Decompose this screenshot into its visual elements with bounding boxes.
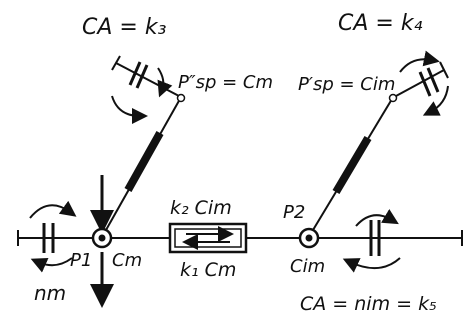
upper-right-rotation-arrow-b <box>422 85 449 116</box>
label-nm: nm <box>34 281 66 305</box>
coupling-box-outer <box>168 222 248 254</box>
label-psp-prime: P′sp = Cim <box>298 74 395 95</box>
upper-left-pivot <box>176 93 186 103</box>
label-ca-k4: CA = k₄ <box>338 11 423 36</box>
label-p2: P2 <box>283 202 305 223</box>
upper-left-clutch <box>128 61 149 89</box>
upper-left-end-tick <box>111 55 121 71</box>
left-rotation-arrow-bottom <box>30 257 73 273</box>
upper-left-rotation-arrow-a <box>111 95 148 124</box>
upper-right-clutch <box>418 67 440 97</box>
right-link-damper <box>332 135 372 195</box>
upper-right-end-tick <box>439 61 449 79</box>
left-clutch <box>42 223 55 253</box>
right-rotation-arrow-top <box>355 209 399 227</box>
p2-joint-inner <box>305 234 313 242</box>
label-cm-p1: Cm <box>112 250 142 271</box>
left-rotation-arrow-top <box>29 200 77 219</box>
upper-right-shaft <box>395 69 445 97</box>
upper-right-rotation-arrow-a <box>399 50 440 73</box>
right-clutch <box>369 220 381 256</box>
coupling-box-inner <box>174 228 242 248</box>
upper-left-rotation-arrow-b <box>157 67 173 98</box>
p1-joint-inner <box>98 234 106 242</box>
label-psp-double-prime: P″sp = Cm <box>178 72 273 93</box>
label-ca-nim-k5: CA = nim = k₅ <box>300 293 437 315</box>
upper-right-pivot <box>388 93 398 103</box>
label-k1-cm: k₁ Cm <box>180 259 236 281</box>
label-p1: P1 <box>70 250 92 271</box>
right-rotation-arrow-bottom <box>342 257 401 273</box>
upper-left-shaft <box>115 62 180 97</box>
label-cim-p2: Cim <box>290 256 325 277</box>
left-link-damper <box>124 131 164 192</box>
label-k2-cim: k₂ Cim <box>170 197 232 219</box>
label-ca-k3: CA = k₃ <box>82 15 167 40</box>
